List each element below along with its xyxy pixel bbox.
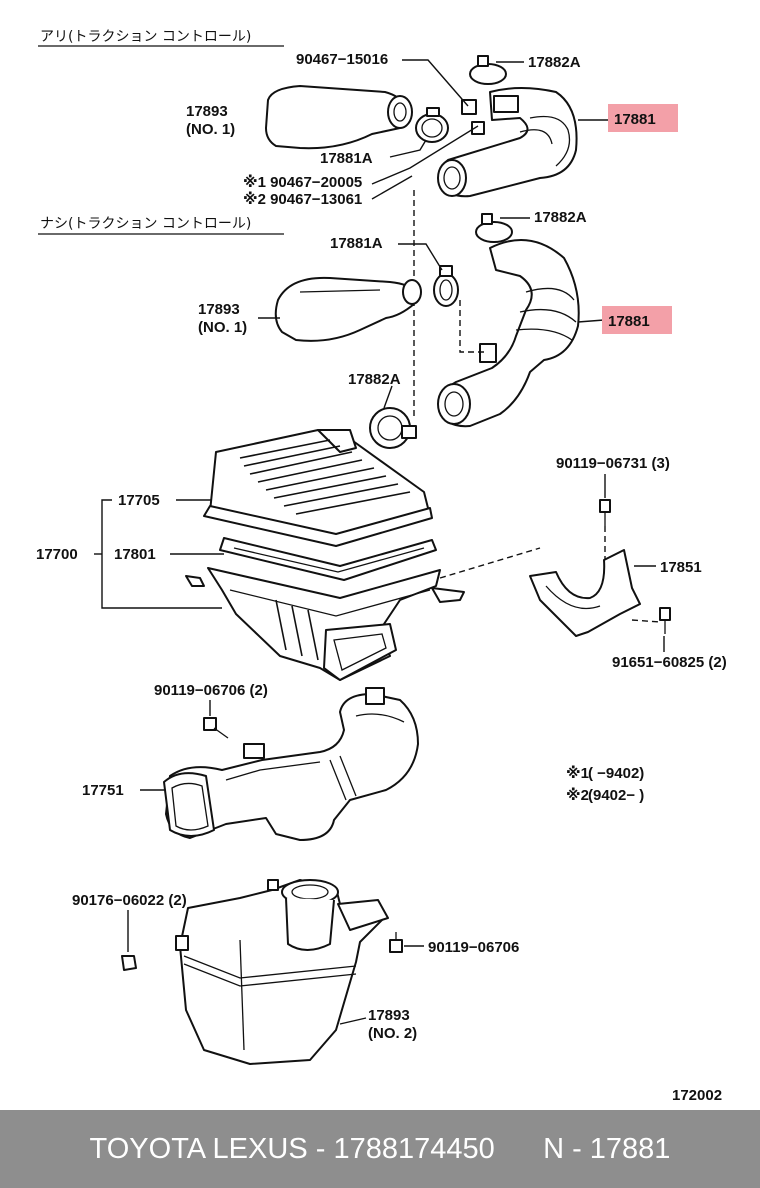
label-17893-bottom-sub: (NO. 2) (368, 1025, 417, 1042)
highlight-17881-top (608, 104, 678, 132)
label-90119-06731: 90119−06731 (3) (556, 455, 670, 472)
label-17801: 17801 (114, 546, 156, 563)
note2-mark: ※2 (566, 786, 589, 804)
leader-star-parts-2 (371, 175, 413, 200)
label-star2-part: ※2 90467−13061 (243, 190, 362, 208)
leader-90467-15016 (402, 59, 469, 107)
bolt-90119-06706-2 (203, 717, 229, 739)
label-90176-06022: 90176−06022 (2) (72, 892, 187, 909)
footer-ref: N - 17881 (543, 1132, 671, 1165)
leader-17893-bottom (339, 1017, 367, 1025)
clamp-17882A-low (369, 407, 417, 449)
label-17893-mid-sub: (NO. 1) (198, 319, 247, 336)
label-17893-bottom: 17893 (368, 1007, 410, 1024)
resonator-17893-bottom (175, 879, 389, 1065)
highlight-17881-mid (602, 306, 672, 334)
bolt-90119-06706 (389, 932, 403, 953)
sensor-bolt (471, 121, 485, 135)
label-17705: 17705 (118, 492, 160, 509)
bracket-17700 (101, 499, 112, 609)
footer-bar: TOYOTA LEXUS - 1788174450 N - 17881 (0, 1110, 760, 1188)
air-cleaner-cap-17705 (203, 429, 433, 547)
section-label-without-traction: ナシ(トラクション コントロール) (40, 216, 251, 232)
guide-dashed-bracket (439, 547, 541, 579)
air-filter-17801 (219, 537, 437, 581)
label-91651-60825: 91651−60825 (2) (612, 654, 727, 671)
label-17893-mid: 17893 (198, 301, 240, 318)
note2-range: (9402− ) (588, 787, 644, 804)
bracket-17851 (529, 499, 671, 637)
note1-range: ( −9402) (588, 765, 644, 782)
label-90119-06706: 90119−06706 (428, 939, 519, 956)
label-17700: 17700 (36, 546, 78, 563)
footer-part-number: 1788174450 (333, 1132, 495, 1165)
leader-17882A-low (383, 385, 393, 409)
footer-gap (495, 1133, 543, 1166)
air-cleaner-case (185, 567, 465, 681)
label-star1-part: ※1 90467−20005 (243, 173, 362, 191)
footer-sep-1: - (307, 1132, 334, 1165)
label-17882A-low: 17882A (348, 371, 401, 388)
label-17893-top-sub: (NO. 1) (186, 121, 235, 138)
section-label-with-traction: アリ(トラクション コントロール) (40, 29, 251, 45)
label-17881A-top: 17881A (320, 150, 373, 167)
diagram-code: 172002 (672, 1087, 722, 1104)
label-17751: 17751 (82, 782, 124, 799)
note1-mark: ※1 (566, 764, 589, 782)
label-17881A-mid: 17881A (330, 235, 383, 252)
guide-dashed-mid (459, 300, 484, 353)
resonator-17893-mid (274, 276, 422, 342)
label-17882A-mid: 17882A (534, 209, 587, 226)
sensor-body (493, 95, 519, 113)
guide-dashed-bolt-2 (631, 619, 661, 623)
intake-duct-17751 (163, 687, 419, 841)
clamp-17881A-top (415, 107, 449, 143)
leader-17881A-mid (398, 243, 443, 271)
resonator-17893-top (265, 85, 413, 150)
clamp-17882A-top (469, 55, 507, 85)
leader-star-parts (371, 125, 479, 185)
label-17851: 17851 (660, 559, 702, 576)
footer-brand: TOYOTA LEXUS (89, 1132, 308, 1165)
label-17881-mid: 17881 (608, 313, 650, 330)
parts-diagram: アリ(トラクション コントロール) 17893 (NO. 1) 17881A 1… (36, 29, 727, 1104)
label-17881-top: 17881 (614, 111, 656, 128)
clamp-17882A-mid (475, 213, 513, 243)
label-17893-top: 17893 (186, 103, 228, 120)
clip-90176-06022 (121, 955, 137, 971)
label-17882A-top: 17882A (528, 54, 581, 71)
label-90467-15016: 90467−15016 (296, 51, 388, 68)
clamp-17881A-mid (433, 265, 459, 307)
leader-17881-mid (577, 319, 605, 323)
label-90119-06706-2: 90119−06706 (2) (154, 682, 268, 699)
leader-17881A-top (389, 139, 427, 158)
hose-17881-mid (437, 239, 580, 428)
hose-17881-top (437, 87, 578, 198)
